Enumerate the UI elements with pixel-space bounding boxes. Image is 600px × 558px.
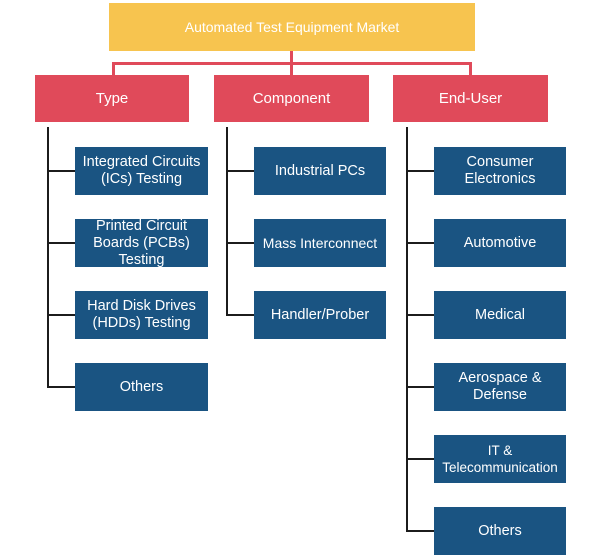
leaf-label: Hard Disk Drives (HDDs) Testing	[87, 298, 196, 331]
connector-to-end-user	[469, 62, 472, 76]
type-tick-1	[47, 170, 75, 172]
leaf-industrial-pcs: Industrial PCs	[254, 147, 386, 195]
connector-to-type	[112, 62, 115, 76]
component-tick-1	[226, 170, 254, 172]
leaf-pcbs-testing: Printed Circuit Boards (PCBs) Testing	[75, 217, 208, 268]
component-tick-2	[226, 242, 254, 244]
end-user-tick-6	[406, 530, 434, 532]
leaf-type-others: Others	[75, 363, 208, 411]
leaf-label: Handler/Prober	[270, 306, 370, 323]
leaf-label: Mass Interconnect	[262, 234, 378, 251]
leaf-it-telecommunication: IT & Telecommunication	[434, 435, 566, 483]
leaf-end-user-others: Others	[434, 507, 566, 555]
leaf-handler-prober: Handler/Prober	[254, 291, 386, 339]
leaf-label: Medical	[475, 306, 525, 323]
leaf-label: Automotive	[463, 234, 537, 251]
root-label: Automated Test Equipment Market	[184, 18, 400, 35]
type-tick-4	[47, 386, 75, 388]
category-component: Component	[214, 75, 369, 122]
component-branch-line	[226, 127, 228, 316]
end-user-tick-1	[406, 170, 434, 172]
leaf-label: Aerospace & Defense	[458, 370, 542, 403]
leaf-ics-testing: Integrated Circuits (ICs) Testing	[75, 147, 208, 195]
end-user-branch-line	[406, 127, 408, 531]
leaf-automotive: Automotive	[434, 219, 566, 267]
category-type: Type	[35, 75, 189, 122]
end-user-tick-2	[406, 242, 434, 244]
type-tick-3	[47, 314, 75, 316]
leaf-label: Printed Circuit Boards (PCBs) Testing	[93, 217, 190, 268]
leaf-label: Industrial PCs	[274, 162, 366, 179]
leaf-label: IT & Telecommunication	[442, 443, 558, 475]
category-end-user-label: End-User	[438, 90, 503, 107]
leaf-label: Integrated Circuits (ICs) Testing	[82, 154, 201, 187]
type-tick-2	[47, 242, 75, 244]
end-user-tick-3	[406, 314, 434, 316]
leaf-consumer-electronics: Consumer Electronics	[434, 147, 566, 195]
category-type-label: Type	[95, 90, 129, 107]
component-tick-3	[226, 314, 254, 316]
leaf-label: Consumer Electronics	[464, 154, 536, 187]
root-connector-vertical	[290, 51, 293, 64]
leaf-label: Others	[119, 378, 164, 395]
type-branch-line	[47, 127, 49, 387]
end-user-tick-4	[406, 386, 434, 388]
leaf-medical: Medical	[434, 291, 566, 339]
leaf-aerospace-defense: Aerospace & Defense	[434, 363, 566, 411]
category-component-label: Component	[252, 90, 331, 107]
leaf-label: Others	[478, 522, 522, 539]
connector-to-component	[290, 62, 293, 76]
end-user-tick-5	[406, 458, 434, 460]
leaf-hdds-testing: Hard Disk Drives (HDDs) Testing	[75, 291, 208, 339]
root-node: Automated Test Equipment Market	[109, 3, 475, 51]
leaf-mass-interconnect: Mass Interconnect	[254, 219, 386, 267]
category-end-user: End-User	[393, 75, 548, 122]
